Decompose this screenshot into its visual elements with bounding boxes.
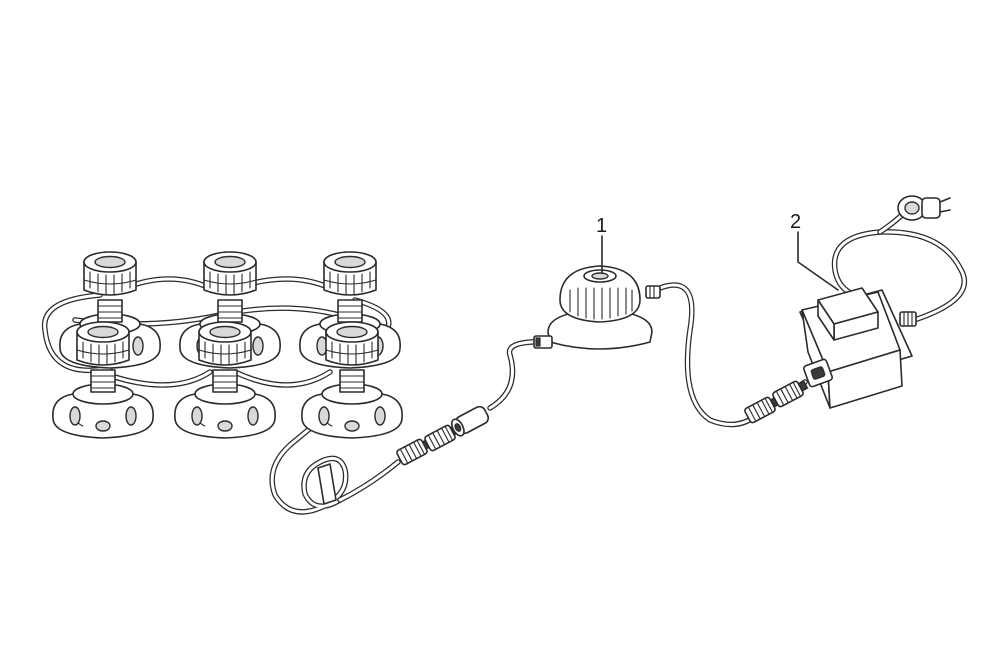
mains-plug-icon — [897, 195, 951, 221]
transformer-icon — [799, 287, 917, 409]
spotlight-group — [52, 251, 403, 439]
cable-distributor-icon — [533, 265, 661, 350]
cable-tie-icon — [317, 463, 337, 505]
connector-coupling-icon — [771, 376, 811, 409]
callout-1-label: 1 — [596, 215, 607, 237]
callout-1: 1 — [596, 215, 607, 273]
callout-2-label: 2 — [790, 211, 801, 233]
connector-plug-icon — [450, 405, 490, 437]
callout-2: 2 — [790, 211, 839, 291]
